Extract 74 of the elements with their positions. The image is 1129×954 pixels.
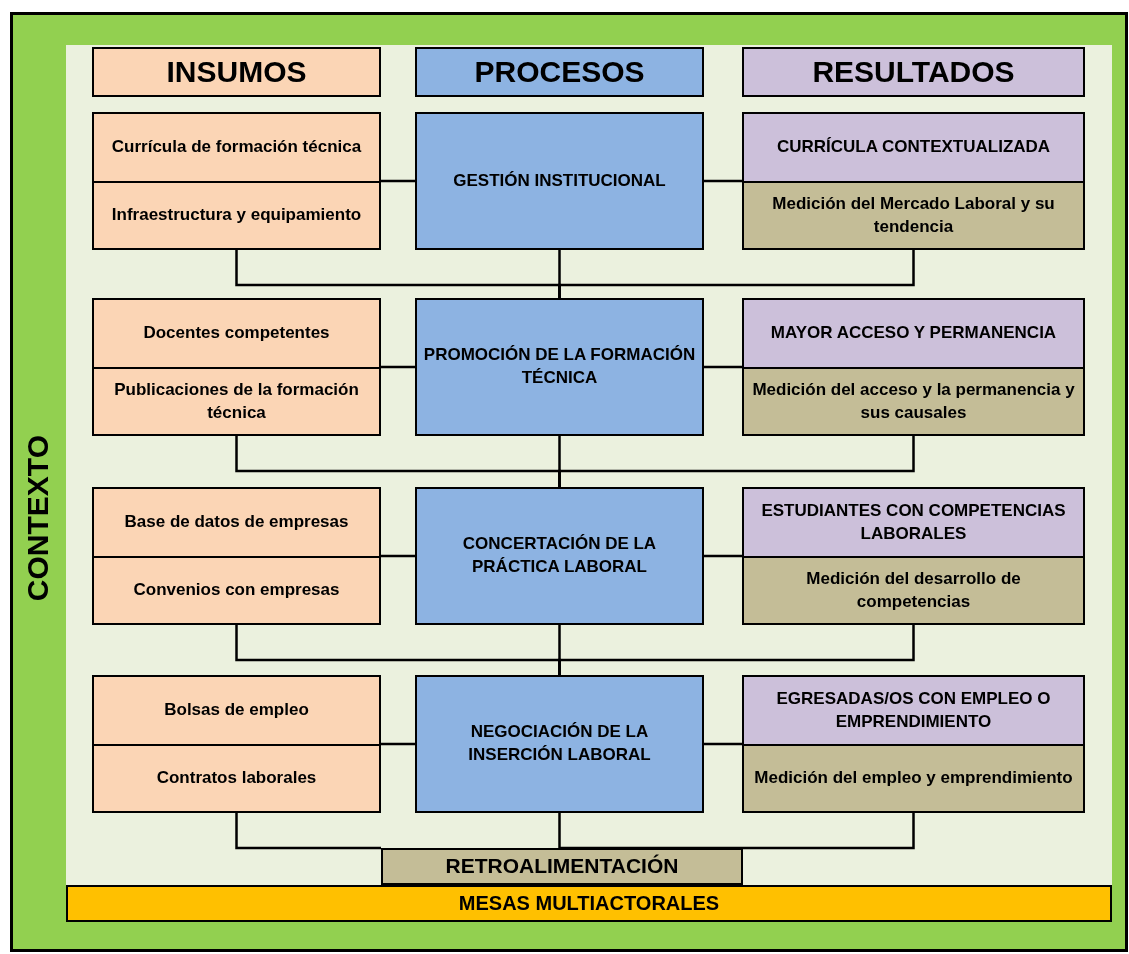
box-text: NEGOCIACIÓN DE LA INSERCIÓN LABORAL bbox=[467, 721, 652, 766]
cell-text: Bolsas de empleo bbox=[164, 699, 309, 722]
context-frame bbox=[10, 12, 1128, 952]
connector-line bbox=[381, 554, 415, 558]
box-text: RESULTADOS bbox=[812, 53, 1015, 90]
connector-line bbox=[235, 813, 381, 850]
cell-text: Medición del acceso y la permanencia y sus causales bbox=[751, 378, 1076, 424]
column-heading-box bbox=[92, 47, 381, 97]
connector-line bbox=[704, 179, 742, 183]
input-cell bbox=[94, 181, 379, 248]
box-text: GESTIÓN INSTITUCIONAL bbox=[453, 169, 666, 192]
process-box bbox=[415, 675, 704, 813]
footer-bar bbox=[66, 885, 1112, 922]
box-text: RETROALIMENTACIÓN bbox=[445, 853, 679, 880]
cell-text: Medición del Mercado Laboral y su tendencia bbox=[771, 192, 1056, 238]
input-cell bbox=[94, 300, 379, 367]
result-group-box bbox=[742, 487, 1085, 625]
cell-text: Currícula de formación técnica bbox=[111, 136, 362, 159]
connector-line bbox=[558, 436, 915, 487]
connector-line bbox=[558, 625, 915, 675]
input-group-box bbox=[92, 675, 381, 813]
feedback-box bbox=[381, 848, 743, 885]
connector-line bbox=[381, 179, 415, 183]
result-cell bbox=[744, 677, 1083, 744]
connector-line bbox=[558, 813, 743, 850]
box-text: CONCERTACIÓN DE LA PRÁCTICA LABORAL bbox=[461, 533, 658, 578]
input-cell bbox=[94, 744, 379, 811]
cell-text: Publicaciones de la formación técnica bbox=[113, 378, 360, 424]
box-text: MESAS MULTIACTORALES bbox=[458, 891, 720, 916]
cell-text: Base de datos de empresas bbox=[124, 511, 349, 534]
measurement-cell bbox=[744, 181, 1083, 248]
cell-text: MAYOR ACCESO Y PERMANENCIA bbox=[770, 322, 1057, 345]
measurement-cell bbox=[744, 367, 1083, 434]
cell-text: Docentes competentes bbox=[143, 322, 330, 345]
box-text: PROCESOS bbox=[474, 53, 645, 90]
process-box bbox=[415, 298, 704, 436]
column-heading-box bbox=[742, 47, 1085, 97]
connector-line bbox=[381, 365, 415, 369]
cell-text: Contratos laborales bbox=[156, 767, 317, 790]
cell-text: EGRESADAS/OS CON EMPLEO O EMPRENDIMIENTO bbox=[775, 687, 1052, 733]
connector-line bbox=[704, 742, 742, 746]
connector-line bbox=[704, 365, 742, 369]
measurement-cell bbox=[744, 744, 1083, 811]
connector-line bbox=[743, 813, 915, 850]
measurement-cell bbox=[744, 556, 1083, 623]
result-cell bbox=[744, 114, 1083, 181]
input-group-box bbox=[92, 487, 381, 625]
input-group-box bbox=[92, 112, 381, 250]
connector-line bbox=[704, 554, 742, 558]
input-cell bbox=[94, 489, 379, 556]
cell-text: Convenios con empresas bbox=[133, 579, 340, 602]
box-text: INSUMOS bbox=[166, 53, 307, 90]
input-cell bbox=[94, 367, 379, 434]
connector-line bbox=[381, 742, 415, 746]
connector-line bbox=[558, 250, 915, 298]
input-cell bbox=[94, 677, 379, 744]
input-cell bbox=[94, 556, 379, 623]
cell-text: Infraestructura y equipamiento bbox=[111, 204, 362, 227]
process-box bbox=[415, 487, 704, 625]
result-cell bbox=[744, 300, 1083, 367]
cell-text: CURRÍCULA CONTEXTUALIZADA bbox=[776, 136, 1051, 159]
result-cell bbox=[744, 489, 1083, 556]
result-group-box bbox=[742, 675, 1085, 813]
result-group-box bbox=[742, 112, 1085, 250]
input-group-box bbox=[92, 298, 381, 436]
process-box bbox=[415, 112, 704, 250]
frame-label: CONTEXTO bbox=[21, 435, 55, 602]
result-group-box bbox=[742, 298, 1085, 436]
column-heading-box bbox=[415, 47, 704, 97]
cell-text: Medición del empleo y emprendimiento bbox=[754, 767, 1073, 790]
box-text: PROMOCIÓN DE LA FORMACIÓN TÉCNICA bbox=[423, 344, 696, 389]
cell-text: Medición del desarrollo de competencias bbox=[805, 567, 1022, 613]
input-cell bbox=[94, 114, 379, 181]
cell-text: ESTUDIANTES CON COMPETENCIAS LABORALES bbox=[760, 499, 1067, 545]
